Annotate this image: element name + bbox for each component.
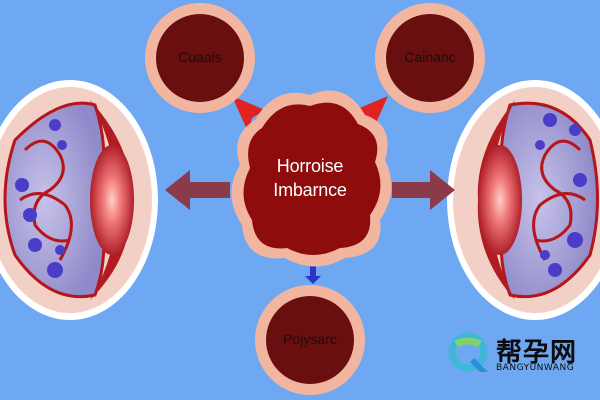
center-node <box>231 90 392 267</box>
node-top-right-label: Cainanc <box>404 49 456 65</box>
logo-icon <box>448 332 488 372</box>
left-double-arrow <box>165 170 230 210</box>
blue-arrow-down <box>305 266 321 284</box>
watermark-cn: 帮孕网 <box>496 338 578 368</box>
red-arrow-right <box>355 96 388 132</box>
right-organ-illustration <box>447 80 600 320</box>
center-label-line1: Horroise <box>276 156 344 176</box>
node-top-left <box>145 3 255 113</box>
node-bottom <box>255 285 365 395</box>
node-top-left-label: Cuaais <box>178 49 222 65</box>
red-arrow-left <box>232 96 265 132</box>
left-organ-illustration <box>0 80 158 320</box>
center-label-line2: Imbarnce <box>273 180 347 200</box>
node-top-right <box>375 3 485 113</box>
right-double-arrow <box>392 170 455 210</box>
watermark-en: BANGYUNWANG <box>496 363 575 373</box>
node-bottom-label: Pojysarc <box>283 331 337 347</box>
watermark-logo: 帮孕网 BANGYUNWANG <box>448 330 588 380</box>
